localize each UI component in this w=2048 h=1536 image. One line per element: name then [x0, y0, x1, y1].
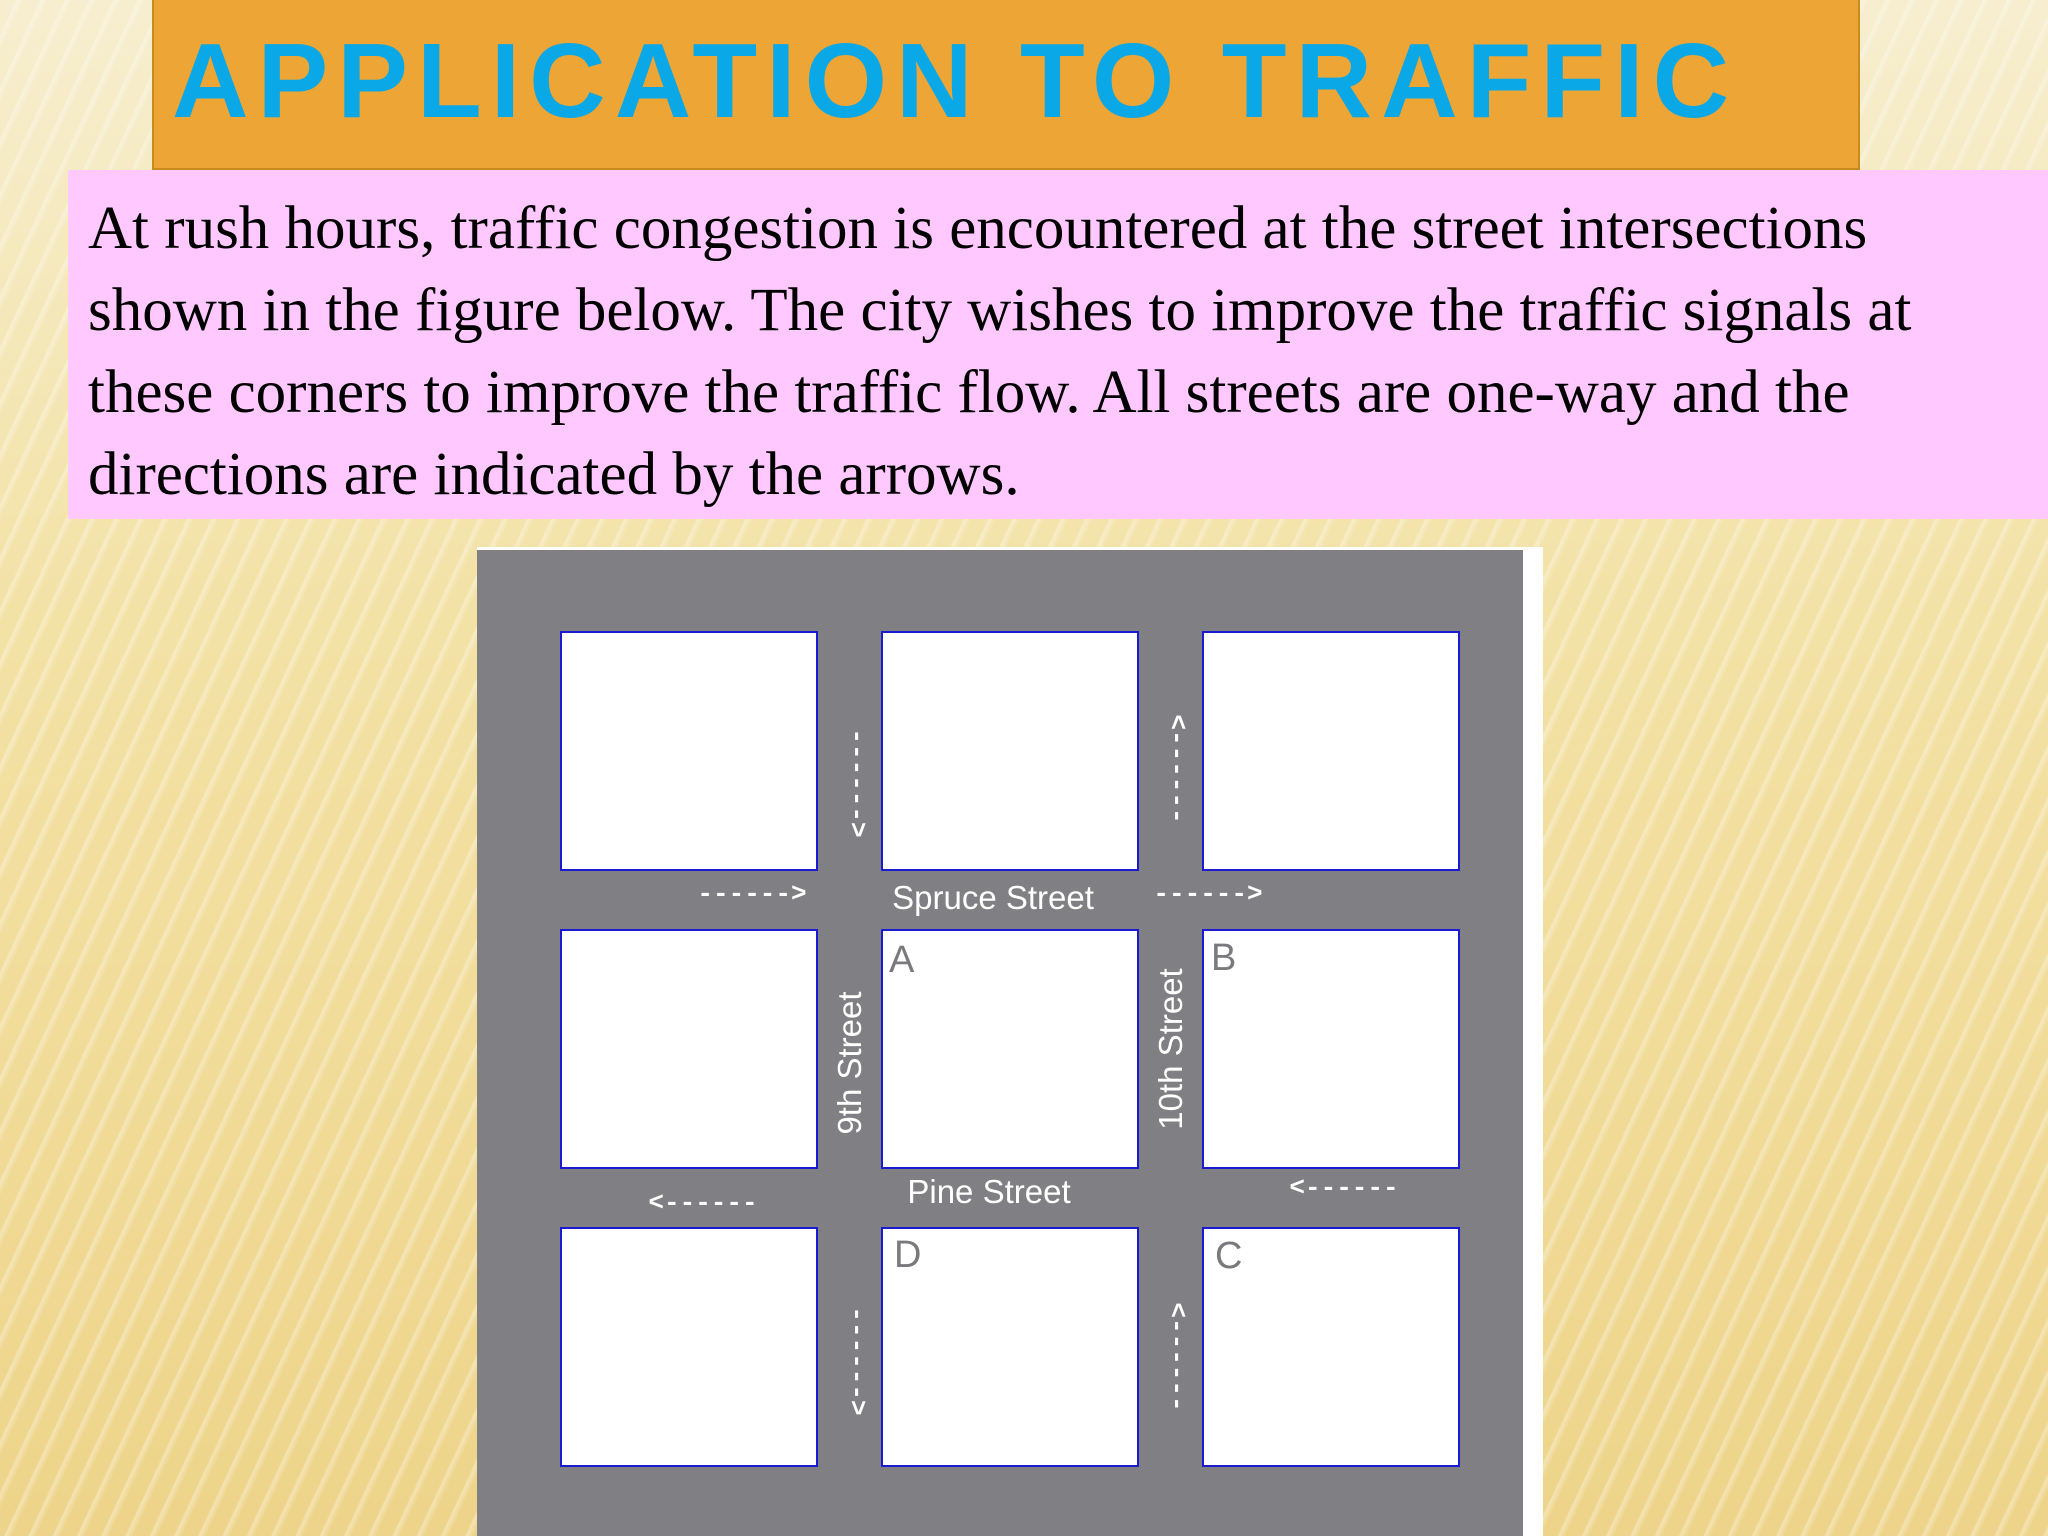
city-block-c — [1202, 1227, 1460, 1467]
city-block-b — [1202, 929, 1460, 1169]
spruce-arrow-left: ------> — [697, 879, 806, 909]
city-block — [1202, 631, 1460, 871]
pine-street-label: Pine Street — [907, 1173, 1070, 1210]
city-block — [560, 631, 818, 871]
spruce-arrow-right: ------> — [1153, 879, 1262, 909]
city-block-d — [881, 1227, 1139, 1467]
tenth-arrow-bottom: <------ — [1162, 1302, 1192, 1411]
intersection-label-a: A — [889, 939, 915, 981]
street-map-svg: A B C D Spruce Street Pine Street 9th St… — [477, 550, 1523, 1536]
street-map: A B C D Spruce Street Pine Street 9th St… — [477, 547, 1543, 1536]
intersection-label-c: C — [1215, 1235, 1242, 1277]
spruce-street-label: Spruce Street — [892, 879, 1094, 916]
intersection-label-d: D — [894, 1234, 921, 1276]
ninth-street-label: 9th Street — [831, 991, 868, 1134]
pine-arrow-left: <------ — [648, 1188, 757, 1218]
ninth-arrow-bottom: ------> — [842, 1306, 872, 1415]
city-block — [881, 631, 1139, 871]
city-block — [560, 929, 818, 1169]
city-block — [560, 1227, 818, 1467]
title-bar: APPLICATION TO TRAFFIC — [152, 0, 1860, 170]
slide-title: APPLICATION TO TRAFFIC — [172, 22, 1739, 140]
pine-arrow-right: <------ — [1289, 1173, 1398, 1203]
description-text: At rush hours, traffic congestion is enc… — [88, 195, 1912, 508]
tenth-arrow-top: <------ — [1162, 714, 1192, 823]
tenth-street-label: 10th Street — [1152, 968, 1189, 1129]
intersection-label-b: B — [1211, 937, 1236, 979]
ninth-arrow-top: ------> — [842, 728, 872, 837]
city-block-a — [881, 929, 1139, 1169]
description-box: At rush hours, traffic congestion is enc… — [68, 170, 2048, 519]
